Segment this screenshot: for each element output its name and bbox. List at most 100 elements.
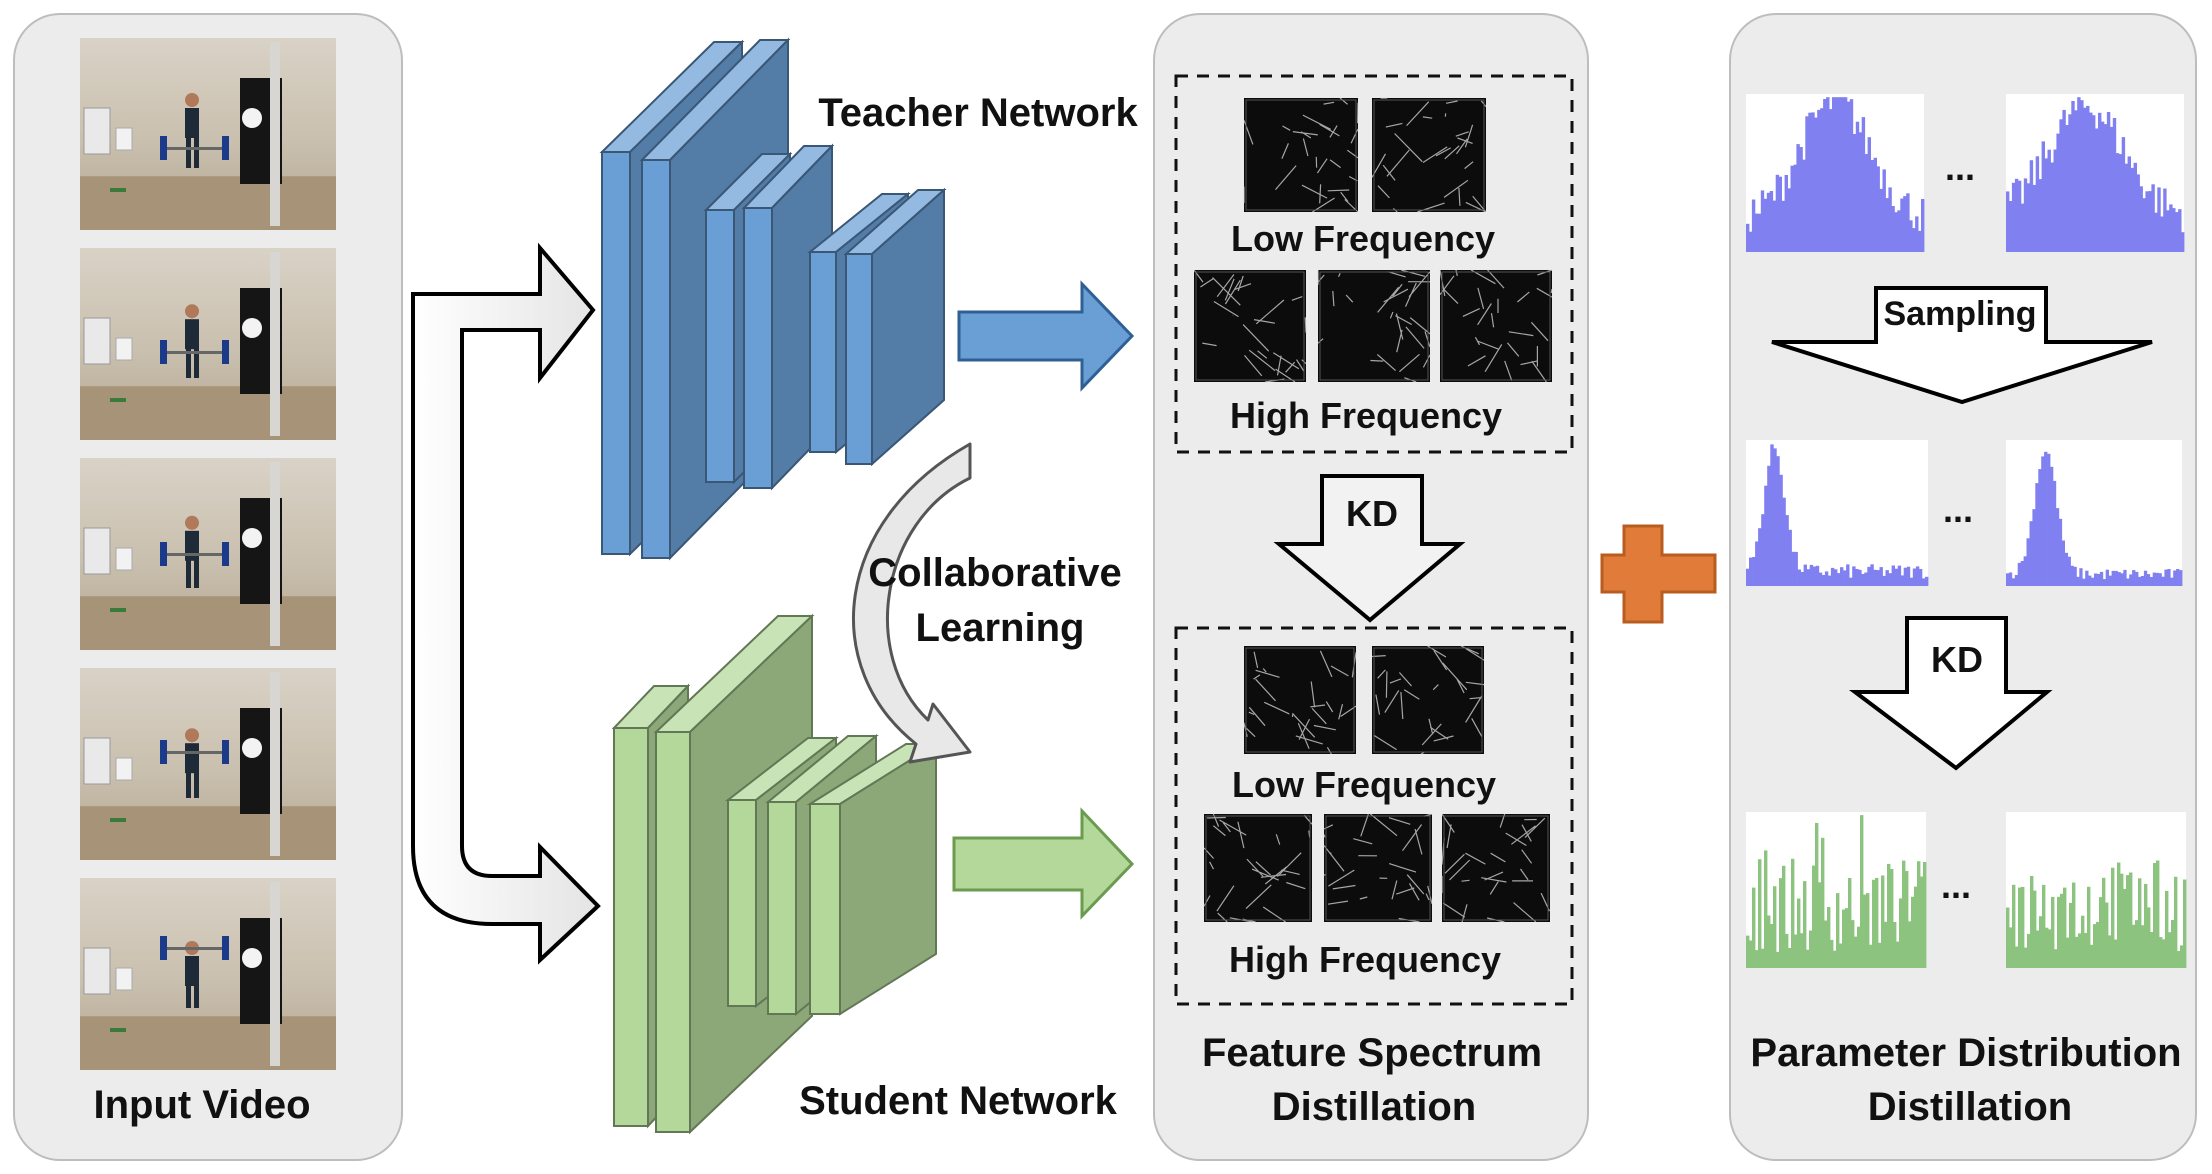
- histogram-bar: [2029, 160, 2034, 252]
- histogram-bar: [1920, 876, 1924, 968]
- histogram-bar: [1764, 850, 1768, 968]
- feature-map-bg: [1244, 646, 1356, 754]
- histogram-bar: [2020, 203, 2025, 252]
- student-network-label: Student Network: [799, 1079, 1118, 1123]
- param-kd-label: KD: [1931, 639, 1983, 680]
- histogram-bar: [1812, 566, 1817, 586]
- histogram-bar: [2024, 947, 2028, 968]
- histogram-bar: [1918, 230, 1922, 252]
- histogram-bar: [1800, 933, 1804, 968]
- histogram-bar: [1793, 164, 1797, 252]
- histogram-bar: [1863, 894, 1867, 968]
- histogram-bar: [2073, 566, 2077, 586]
- feature-map-texture: [1371, 645, 1485, 755]
- histogram-bar: [2086, 105, 2090, 253]
- histogram-bar: [2177, 951, 2181, 968]
- histogram-bar: [2164, 569, 2168, 586]
- feature-map: [1323, 813, 1433, 923]
- histogram-bar: [1894, 212, 1898, 252]
- histogram-bar: [2106, 112, 2111, 252]
- collaborative-learning-arrow: Collaborative Learning: [852, 442, 1122, 764]
- layer-front-face: [705, 209, 735, 483]
- histogram-bar: [2029, 521, 2033, 586]
- histogram-bar: [2018, 887, 2022, 968]
- histogram-bar: [1888, 187, 1892, 252]
- histogram-bar: [1781, 200, 1785, 252]
- frame-logo: [242, 108, 262, 128]
- histogram-bar: [2087, 886, 2091, 968]
- histogram-bar: [2108, 575, 2112, 586]
- feature-map-texture: [1193, 269, 1307, 383]
- frame-barbell: [162, 147, 226, 150]
- histogram-bar: [2132, 570, 2136, 586]
- histogram-bar: [2033, 890, 2037, 968]
- histogram-bar: [1867, 137, 1871, 252]
- frame-floor: [80, 176, 336, 230]
- histogram-bar: [1912, 568, 1917, 586]
- histogram-bar: [1788, 529, 1792, 586]
- histogram-bar: [2009, 927, 2013, 968]
- student-spectrum-box: [1174, 626, 1574, 1006]
- layer-front-face: [809, 251, 837, 453]
- histogram-bar: [1758, 859, 1762, 968]
- frame-floor: [80, 1016, 336, 1070]
- histogram-bar: [1864, 572, 1868, 586]
- histogram-bar: [2014, 178, 2019, 252]
- teacher-network-label: Teacher Network: [818, 91, 1138, 135]
- teacher-network-layers: [599, 37, 947, 561]
- histogram-bar: [1808, 112, 1812, 252]
- histogram-bar: [2069, 902, 2073, 968]
- parameter-histogram: [1746, 94, 1925, 253]
- histogram-bar: [2055, 508, 2060, 586]
- frame-pole: [270, 252, 280, 436]
- histogram-bar: [2147, 907, 2151, 968]
- histogram-bar: [2021, 886, 2025, 968]
- histogram-bar: [2167, 569, 2171, 586]
- frame-plate: [160, 340, 167, 364]
- input-split-arrow: [411, 242, 601, 965]
- frame-barbell: [162, 553, 226, 556]
- histogram-bar: [1755, 950, 1759, 968]
- histogram-bar: [2181, 232, 2185, 252]
- histogram-bar: [2027, 933, 2031, 968]
- histogram-bar: [2112, 118, 2117, 252]
- feature-spectrum-panel: Low Frequency High Frequency KD Low Freq…: [1153, 13, 1589, 1161]
- histogram-bar: [1794, 551, 1798, 586]
- histogram-bar: [1909, 577, 1914, 586]
- histogram-bar: [2178, 209, 2182, 252]
- histogram-bar: [2098, 112, 2102, 252]
- histogram-bar: [1775, 174, 1780, 252]
- histogram-bar: [1897, 565, 1902, 586]
- histogram-bar: [2070, 565, 2074, 586]
- feature-map: [1371, 645, 1485, 755]
- histogram-bar: [1834, 569, 1838, 586]
- histogram-bar: [2050, 466, 2054, 586]
- frame-athlete-head: [185, 515, 199, 530]
- histogram-bar: [2129, 574, 2133, 586]
- histogram-bar: [1851, 920, 1855, 968]
- histogram-bar: [2017, 180, 2022, 252]
- frame-floor: [80, 386, 336, 440]
- histogram-bar: [2088, 575, 2092, 586]
- histogram-bar: [1829, 109, 1833, 252]
- histogram-bar: [2035, 483, 2039, 586]
- histogram-bar: [2082, 578, 2086, 586]
- video-frame: [80, 458, 336, 650]
- histogram-bar: [2075, 936, 2079, 968]
- histogram-bar: [1843, 97, 1848, 252]
- feature-map-frame: [1195, 271, 1305, 381]
- student-network-layers: [611, 613, 940, 1135]
- histogram-bar: [1830, 567, 1835, 586]
- histogram-bar: [2063, 887, 2067, 968]
- histogram-bar: [1833, 950, 1837, 968]
- sampling-arrow: [1771, 286, 2153, 405]
- histogram-bar: [2135, 571, 2139, 586]
- feature-map-frame: [1443, 815, 1549, 921]
- histogram-bar: [1815, 822, 1819, 968]
- histogram-bar: [2152, 572, 2156, 586]
- histogram-bar: [1751, 199, 1756, 252]
- histogram-bar: [1884, 921, 1888, 968]
- histogram-bar: [1882, 169, 1886, 252]
- histogram-bar: [1803, 564, 1807, 586]
- video-frame: [80, 878, 336, 1070]
